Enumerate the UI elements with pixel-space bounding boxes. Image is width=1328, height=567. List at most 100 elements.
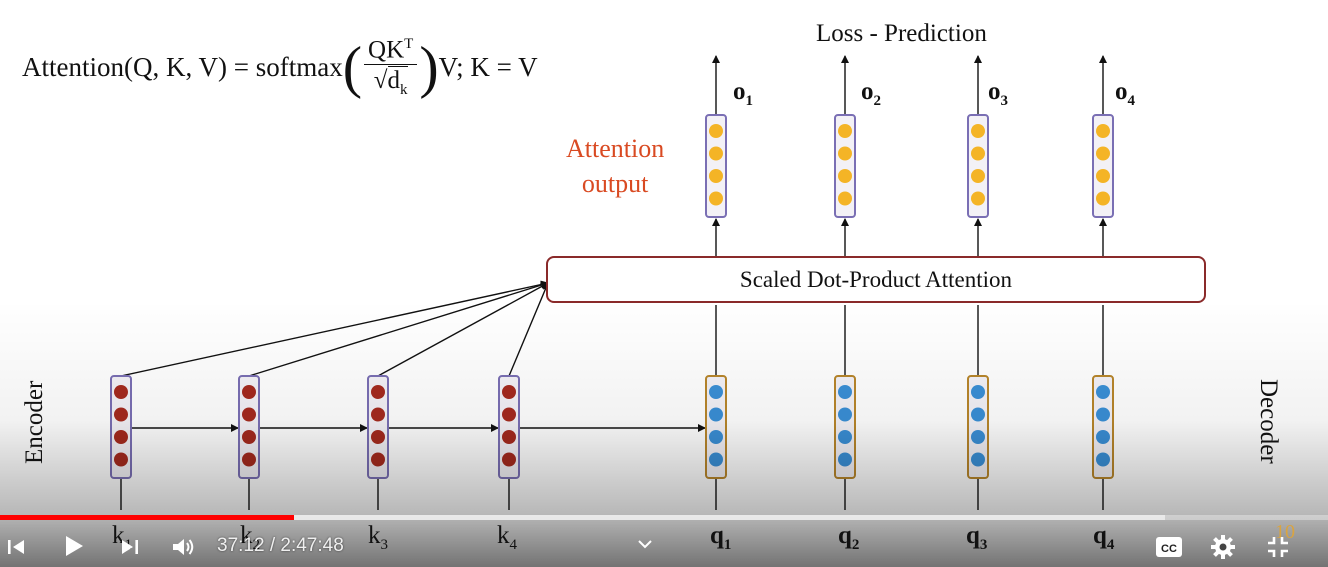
input-label-q4: q4 <box>1093 522 1114 554</box>
vector-unit <box>242 430 256 444</box>
encoder-to-attention-arrow <box>377 282 549 377</box>
vector-unit <box>502 407 516 422</box>
vector-unit <box>709 385 723 399</box>
input-label-base: q <box>966 522 980 549</box>
input-label-q3: q3 <box>966 522 987 554</box>
encoder-label: Encoder <box>21 380 48 464</box>
formula-denominator: √dk <box>364 65 417 99</box>
attention-output-label-line2: output <box>581 169 649 198</box>
input-label-k2: k2 <box>240 522 260 554</box>
input-label-base: k <box>368 522 381 549</box>
vector-unit <box>838 385 852 399</box>
vector-unit <box>838 430 852 444</box>
vector-unit <box>971 124 985 138</box>
input-label-sub: 2 <box>851 537 860 553</box>
captions-icon[interactable]: CC <box>1155 535 1183 559</box>
encoder-to-attention-arrow <box>248 281 549 377</box>
vector-unit <box>709 430 723 444</box>
input-label-q2: q2 <box>838 522 859 554</box>
vector-unit <box>971 430 985 444</box>
input-label-k3: k3 <box>368 522 388 554</box>
input-label-q1: q1 <box>710 522 731 554</box>
vector-unit <box>971 385 985 399</box>
output-label-sub: 4 <box>1127 93 1136 109</box>
decoder-query-vector <box>1092 375 1114 479</box>
vector-frame <box>705 114 727 218</box>
next-icon[interactable] <box>118 535 142 559</box>
vector-unit <box>1096 452 1110 467</box>
decoder-query-vector <box>967 375 989 479</box>
vector-unit <box>709 407 723 422</box>
volume-icon[interactable] <box>170 534 196 560</box>
chevron-down-icon[interactable] <box>634 533 656 555</box>
input-label-sub: 3 <box>979 537 988 553</box>
progress-bar[interactable] <box>0 515 1328 520</box>
input-label-sub: 4 <box>1106 537 1115 553</box>
progress-buffered <box>0 515 1165 520</box>
vector-unit <box>838 407 852 422</box>
vector-unit <box>709 146 723 161</box>
vector-unit <box>971 452 985 467</box>
vector-unit <box>1096 124 1110 138</box>
current-time: 37:12 <box>217 535 265 556</box>
formula-rhs: V; K = V <box>438 52 538 83</box>
encoder-to-attention-arrow <box>120 280 549 377</box>
vector-unit <box>114 430 128 444</box>
vector-unit <box>838 146 852 161</box>
exit-fullscreen-icon[interactable] <box>1264 533 1292 561</box>
formula-lhs: Attention(Q, K, V) = softmax <box>22 52 343 83</box>
formula-denominator-sub: k <box>400 82 408 99</box>
settings-gear-icon[interactable] <box>1209 533 1237 561</box>
attention-output-vector <box>967 114 989 218</box>
output-label-o1: o1 <box>733 78 753 110</box>
encoder-hidden-vector <box>238 375 260 479</box>
vector-unit <box>971 191 985 206</box>
vector-frame <box>967 114 989 218</box>
vector-frame <box>834 114 856 218</box>
vector-unit <box>709 169 723 183</box>
vector-unit <box>1096 146 1110 161</box>
formula-numerator-sup: T <box>404 36 414 52</box>
attention-box-label: Scaled Dot-Product Attention <box>739 266 1013 292</box>
decoder-query-vector <box>834 375 856 479</box>
encoder-to-attention-arrow <box>508 282 549 377</box>
vector-unit <box>371 430 385 444</box>
vector-unit <box>1096 169 1110 183</box>
vector-unit <box>114 452 128 467</box>
vector-frame <box>1092 114 1114 218</box>
attention-output-vector <box>1092 114 1114 218</box>
input-label-sub: 3 <box>380 537 389 553</box>
vector-unit <box>502 385 516 399</box>
encoder-hidden-vector <box>110 375 132 479</box>
output-label-sub: 1 <box>745 93 754 109</box>
vector-unit <box>1096 385 1110 399</box>
play-icon[interactable] <box>59 532 87 560</box>
input-label-k4: k4 <box>497 522 517 554</box>
vector-unit <box>709 452 723 467</box>
encoder-hidden-vector <box>367 375 389 479</box>
input-label-base: q <box>838 522 852 549</box>
vector-unit <box>114 407 128 422</box>
vector-unit <box>371 452 385 467</box>
time-separator: / <box>264 535 281 556</box>
vector-unit <box>971 146 985 161</box>
vector-unit <box>1096 407 1110 422</box>
decoder-label: Decoder <box>1255 379 1282 464</box>
input-label-sub: 4 <box>509 537 518 553</box>
decoder-query-vector <box>705 375 727 479</box>
output-label-o2: o2 <box>861 78 881 110</box>
vector-unit <box>371 407 385 422</box>
prev-icon[interactable] <box>4 535 28 559</box>
vector-unit <box>709 124 723 138</box>
vector-unit <box>242 385 256 399</box>
output-label-o4: o4 <box>1115 78 1135 110</box>
vector-unit <box>114 385 128 399</box>
scaled-dot-product-attention-box: Scaled Dot-Product Attention <box>546 256 1206 303</box>
attention-formula: Attention(Q, K, V) = softmax(QKT√dk)V; K… <box>22 36 538 99</box>
output-label-sub: 3 <box>1000 93 1009 109</box>
formula-numerator: QKT <box>364 36 418 66</box>
encoder-hidden-vector <box>498 375 520 479</box>
input-label-base: k <box>112 522 125 549</box>
output-label-base: o <box>861 78 874 105</box>
